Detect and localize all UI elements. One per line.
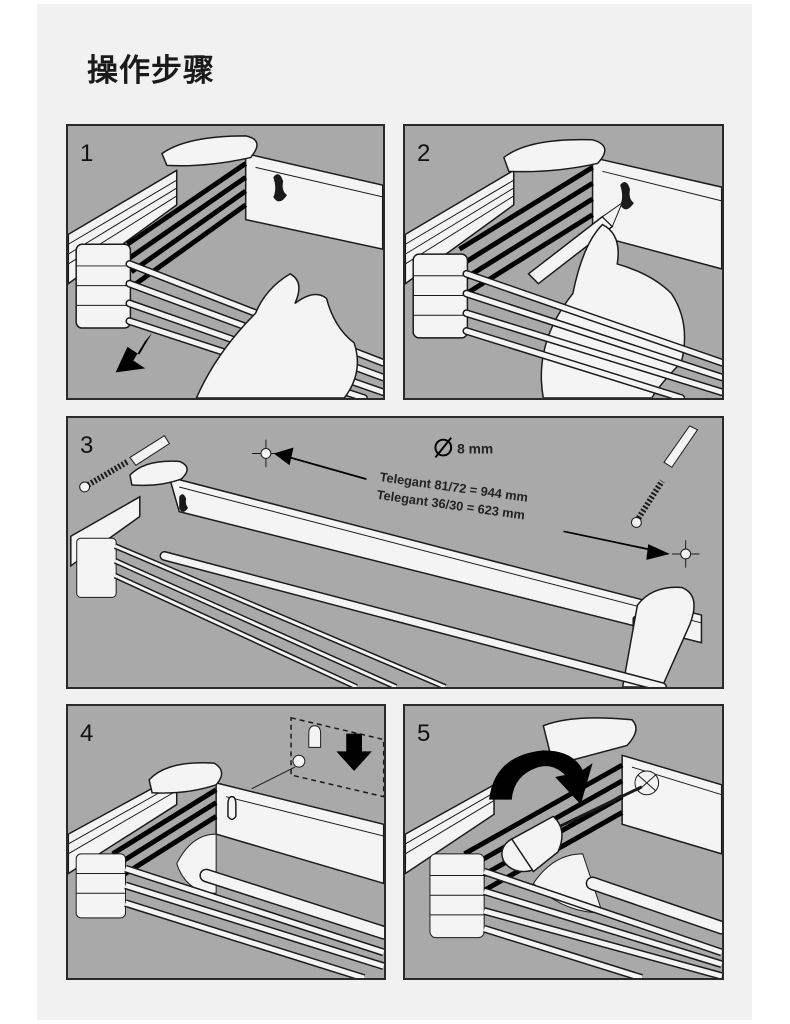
page-title: 操作步骤 bbox=[87, 53, 215, 89]
step-number: 2 bbox=[417, 140, 431, 167]
step-1-illustration bbox=[68, 135, 383, 398]
wall-plug-icon bbox=[663, 425, 699, 468]
arrow-right-icon bbox=[646, 544, 670, 560]
step-panel-3: 3 8 mm Telegant 81/72 = 944 mm Telegant … bbox=[66, 416, 724, 689]
step-panel-4: 4 bbox=[66, 704, 386, 980]
step-panel-5: 5 bbox=[403, 704, 724, 980]
arrow-down-icon bbox=[336, 733, 372, 772]
drill-mark-icon bbox=[671, 540, 700, 568]
screw-icon bbox=[630, 479, 665, 528]
screwdriver-icon bbox=[501, 815, 563, 873]
drill-mark-icon bbox=[252, 439, 280, 468]
step-5-illustration bbox=[405, 717, 722, 978]
step-4-illustration bbox=[68, 716, 384, 978]
step-number: 5 bbox=[417, 720, 431, 747]
wall-plug-icon bbox=[129, 435, 171, 466]
step-number: 4 bbox=[80, 720, 94, 747]
step-3-illustration: 8 mm Telegant 81/72 = 944 mm Telegant 36… bbox=[70, 425, 703, 687]
step-number: 3 bbox=[80, 432, 94, 459]
screw-head-icon bbox=[292, 754, 306, 768]
drill-diameter-label: 8 mm bbox=[457, 441, 493, 456]
arrow-left-icon bbox=[273, 447, 294, 466]
step-panel-1: 1 bbox=[66, 124, 385, 400]
screw-icon bbox=[79, 458, 130, 493]
step-panel-2: 2 bbox=[403, 124, 724, 400]
rotate-arrow-icon bbox=[489, 750, 593, 805]
step-2-illustration bbox=[405, 138, 722, 398]
diameter-icon bbox=[434, 438, 453, 457]
pull-arrow-icon bbox=[115, 332, 153, 373]
step-number: 1 bbox=[80, 140, 94, 167]
